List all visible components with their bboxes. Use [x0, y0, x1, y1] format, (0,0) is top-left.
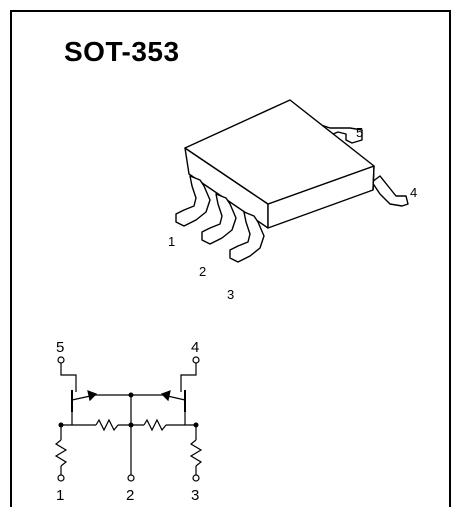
pin-terminal-4	[192, 356, 200, 364]
pin-terminal-2	[127, 474, 135, 482]
pin3-resistor	[189, 439, 203, 467]
package-title: SOT-353	[64, 36, 180, 67]
right-transistor-emitter-arrow	[160, 390, 171, 402]
pin-terminal-1	[57, 474, 65, 482]
package-pin-label-4: 4	[410, 185, 417, 200]
pin-terminal-3	[192, 474, 200, 482]
pin1-wire-top	[60, 424, 72, 440]
schematic-pin-label-4: 4	[191, 339, 199, 356]
junction-emitter	[128, 392, 134, 398]
pin-terminal-5	[57, 356, 65, 364]
package-lead-3	[229, 211, 265, 263]
package-right-edge	[372, 165, 375, 191]
junction-pin3	[193, 422, 199, 428]
schematic-pin-label-3: 3	[191, 487, 199, 504]
package-lead-1	[175, 175, 211, 227]
base-resistor-right	[143, 418, 167, 432]
package-3d-drawing	[175, 99, 409, 263]
junction-base-mid	[128, 422, 134, 428]
schematic-pin-label-2: 2	[126, 487, 134, 504]
schematic-pin-label-1: 1	[56, 487, 64, 504]
package-lead-4	[371, 175, 409, 207]
pin1-resistor	[54, 439, 68, 467]
junction-pin1	[58, 422, 64, 428]
right-transistor-collector-wire	[180, 363, 197, 392]
package-lead-2	[201, 193, 237, 245]
left-transistor-emitter-arrow	[87, 390, 98, 402]
package-pin-label-5: 5	[356, 125, 363, 140]
base-resistor-left	[95, 418, 119, 432]
package-pin-label-3: 3	[227, 287, 234, 302]
left-transistor-collector-wire	[60, 363, 77, 392]
schematic-pin-label-5: 5	[56, 339, 64, 356]
package-pin-label-1: 1	[168, 234, 175, 249]
package-pin-label-2: 2	[199, 264, 206, 279]
schematic-junctions	[58, 392, 199, 428]
pin3-wire-top	[185, 424, 197, 440]
schematic-diagram	[54, 356, 203, 482]
